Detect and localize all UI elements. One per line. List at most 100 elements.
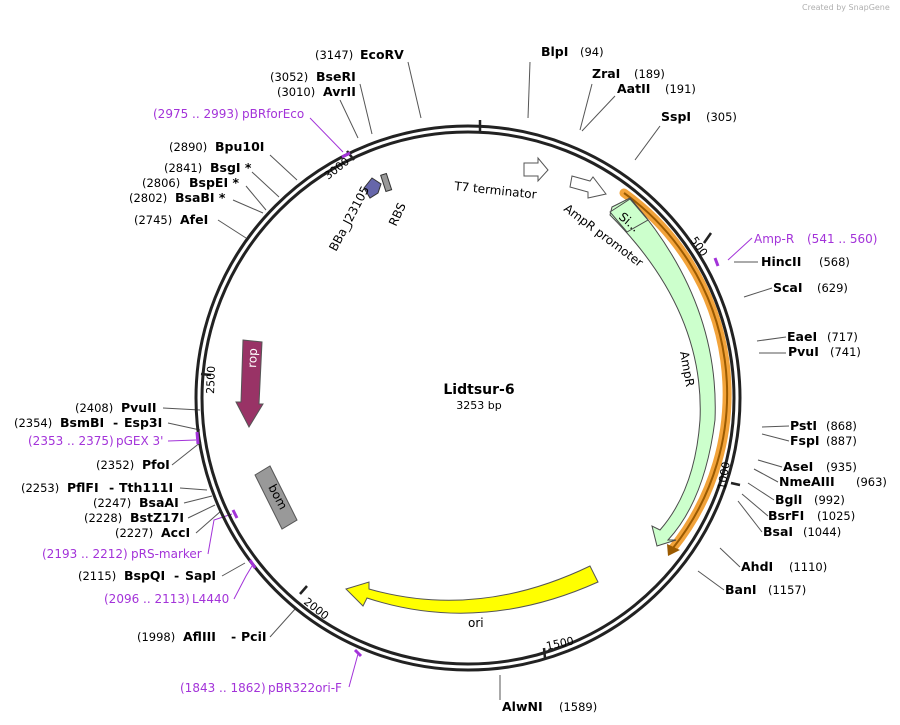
enzyme-name-bpu10i[interactable]: Bpu10I — [215, 139, 264, 154]
enzyme-name-pfoi[interactable]: PfoI — [142, 457, 170, 472]
primer-range-l4440: (2096 .. 2113) — [104, 592, 190, 606]
rop-feature — [235, 339, 264, 429]
enzyme-pos-nmeaiii: (963) — [856, 475, 887, 489]
ampr-feature — [609, 197, 716, 547]
enzyme-name-avrii[interactable]: AvrII — [323, 84, 356, 99]
backbone-inner — [200, 130, 736, 666]
primer-name-prs-marker[interactable]: pRS-marker — [131, 547, 202, 561]
enzyme-pos-afei: (2745) — [134, 213, 172, 227]
ori-feature — [345, 565, 599, 614]
enzyme-name-sspi[interactable]: SspI — [661, 109, 691, 124]
enzyme-name-nmeaiii[interactable]: NmeAIII — [779, 474, 835, 489]
t7-terminator-label: T7 terminator — [453, 179, 538, 202]
enzyme-name-zrai[interactable]: ZraI — [592, 66, 620, 81]
primer-name-pbrforeco[interactable]: pBRforEco — [242, 107, 304, 121]
enzyme-name-tth111i[interactable]: Tth111I — [119, 480, 173, 495]
plasmid-size: 3253 bp — [456, 399, 501, 412]
primer-range-ampr: (541 .. 560) — [807, 232, 877, 246]
tick-label-2000: 2000 — [301, 595, 331, 622]
primer-name-l4440[interactable]: L4440 — [192, 592, 229, 606]
enzyme-name-bsmbi[interactable]: BsmBI — [60, 415, 104, 430]
enzyme-name-psti[interactable]: PstI — [790, 418, 817, 433]
enzyme-name-alwni[interactable]: AlwNI — [502, 699, 543, 714]
primer-name-ampr[interactable]: Amp-R — [754, 232, 794, 246]
backbone-outer — [194, 124, 742, 672]
enzyme-pos-aatii: (191) — [665, 82, 696, 96]
enzyme-pos-acci: (2227) — [115, 526, 153, 540]
bba-j23105-label: BBa_J23105 — [326, 184, 372, 254]
enzyme-name-acci[interactable]: AccI — [161, 525, 190, 540]
enzyme-name-pcii[interactable]: PciI — [241, 629, 267, 644]
bom-feature — [254, 465, 298, 530]
enzyme-name-asei[interactable]: AseI — [783, 459, 813, 474]
enzyme-name-fspi[interactable]: FspI — [790, 433, 820, 448]
enzyme-pos-bsrfi: (1025) — [817, 509, 855, 523]
enzyme-name-pvuii[interactable]: PvuII — [121, 400, 157, 415]
enzyme-name-eaei[interactable]: EaeI — [787, 329, 817, 344]
enzyme-pos-bstz17i: (2228) — [84, 511, 122, 525]
tick-label-2500: 2500 — [204, 366, 218, 394]
enzyme-name-ecorv[interactable]: EcoRV — [360, 47, 404, 62]
tick-label-1500: 1500 — [545, 634, 575, 653]
enzyme-pos-bsabi: (2802) — [129, 191, 167, 205]
primer-range-pgex3: (2353 .. 2375) — [28, 434, 114, 448]
enzyme-pos-bsai: (1044) — [803, 525, 841, 539]
bba-j23105-feature — [363, 177, 382, 199]
enzyme-name-hincii[interactable]: HincII — [761, 254, 801, 269]
enzyme-sep-bsmbi: - — [113, 415, 118, 430]
enzyme-name-blpi[interactable]: BlpI — [541, 44, 568, 59]
enzyme-pos-scai: (629) — [817, 281, 848, 295]
snapgene-credit: Created by SnapGene — [802, 3, 890, 12]
primer-range-prs-marker: (2193 .. 2212) — [42, 547, 128, 561]
enzyme-name-bsgi[interactable]: BsgI * — [210, 160, 252, 175]
enzyme-name-esp3i[interactable]: Esp3I — [124, 415, 162, 430]
enzyme-name-aatii[interactable]: AatII — [617, 81, 650, 96]
primer-range-pbrforeco: (2975 .. 2993) — [153, 107, 239, 121]
enzyme-name-bgli[interactable]: BglI — [775, 492, 802, 507]
enzyme-name-afliii[interactable]: AflIII — [183, 629, 216, 644]
enzyme-sep-bspqi: - — [174, 568, 179, 583]
rbs-feature — [380, 172, 393, 193]
enzyme-pos-ecorv: (3147) — [315, 48, 353, 62]
primer-marks — [195, 151, 720, 658]
enzyme-name-scai[interactable]: ScaI — [773, 280, 803, 295]
enzyme-name-bani[interactable]: BanI — [725, 582, 757, 597]
enzyme-name-pvui[interactable]: PvuI — [788, 344, 819, 359]
plasmid-name: Lidtsur-6 — [443, 382, 514, 398]
enzyme-name-bsrfi[interactable]: BsrFI — [768, 508, 804, 523]
ampr-label: AmpR — [677, 350, 697, 388]
enzyme-name-bspqi[interactable]: BspQI — [124, 568, 165, 583]
enzyme-pos-zrai: (189) — [634, 67, 665, 81]
primer-name-pbr322ori-f[interactable]: pBR322ori-F — [268, 681, 342, 695]
enzyme-pos-alwni: (1589) — [559, 700, 597, 714]
enzyme-sep-pflfi: - — [109, 480, 114, 495]
enzyme-pos-bsaai: (2247) — [93, 496, 131, 510]
enzyme-name-bsabi[interactable]: BsaBI * — [175, 190, 226, 205]
enzyme-name-sapi[interactable]: SapI — [185, 568, 216, 583]
enzyme-pos-bspei: (2806) — [142, 176, 180, 190]
enzyme-pos-pfoi: (2352) — [96, 458, 134, 472]
enzyme-pos-sspi: (305) — [706, 110, 737, 124]
primer-range-pbr322ori-f: (1843 .. 1862) — [180, 681, 266, 695]
enzyme-name-ahdi[interactable]: AhdI — [741, 559, 773, 574]
enzyme-pos-bgli: (992) — [814, 493, 845, 507]
enzyme-name-afei[interactable]: AfeI — [180, 212, 208, 227]
primer-name-pgex3[interactable]: pGEX 3' — [116, 434, 163, 448]
enzyme-name-bspei[interactable]: BspEI * — [189, 175, 239, 190]
enzyme-pos-blpi: (94) — [580, 45, 604, 59]
enzyme-pos-bpu10i: (2890) — [169, 140, 207, 154]
ampr-highlight-arrow — [667, 544, 680, 556]
enzyme-pos-fspi: (887) — [826, 434, 857, 448]
enzyme-pos-pvuii: (2408) — [75, 401, 113, 415]
enzyme-name-bsai[interactable]: BsaI — [763, 524, 793, 539]
enzyme-name-pflfi[interactable]: PflFI — [67, 480, 99, 495]
rbs-label: RBS — [386, 201, 409, 229]
enzyme-pos-bsmbi: (2354) — [14, 416, 52, 430]
signal-sequence — [609, 198, 649, 233]
enzyme-name-bseri[interactable]: BseRI — [316, 69, 356, 84]
enzyme-name-bsaai[interactable]: BsaAI — [139, 495, 179, 510]
enzyme-name-bstz17i[interactable]: BstZ17I — [130, 510, 184, 525]
enzyme-pos-pvui: (741) — [830, 345, 861, 359]
enzyme-pos-bseri: (3052) — [270, 70, 308, 84]
